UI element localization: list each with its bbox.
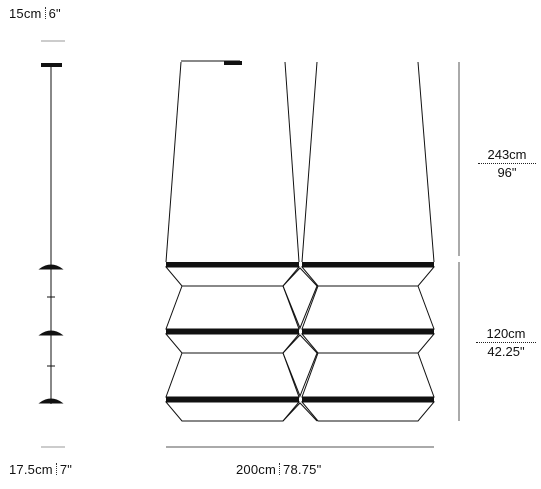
shade-facet [165,352,300,398]
total-width-cm: 200cm [236,462,277,477]
unit-separator [44,7,46,19]
body-height-in: 42.25" [487,344,525,359]
shade-facet [301,352,435,398]
side-width-in: 6" [48,6,61,21]
center-diamond [282,267,318,330]
side-width-cm: 15cm [9,6,42,21]
side-canopy [41,63,62,67]
side-shade-3 [38,398,64,404]
side-view [38,40,65,448]
shade-bar-2-left [166,329,299,334]
dimension-divider [478,163,536,164]
shade-bar-2-right [302,329,434,334]
dimension-divider [476,342,536,343]
shade-facet [300,266,436,287]
shade-bar-1-left [166,262,299,267]
body-height-label: 120cm 42.25" [476,326,536,359]
side-width-label: 15cm 6" [9,6,61,21]
shade-facet [164,266,301,287]
total-width-in: 78.75" [283,462,322,477]
shade-facet [164,333,301,354]
shade-facet [300,333,436,354]
cable-length-label: 243cm 96" [478,147,536,180]
cable-length-in: 96" [497,165,517,180]
side-shade-1 [38,264,64,270]
side-depth-in: 7" [59,462,73,477]
center-diamond [282,334,318,398]
cable-length-cm: 243cm [487,147,527,162]
shade-facet [300,401,436,422]
unit-separator [279,463,281,475]
side-shade-2 [38,330,64,336]
side-depth-label: 17.5cm 7" [9,462,72,477]
front-canopy [224,61,242,65]
shade-bar-1-right [302,262,434,267]
total-width-label: 200cm 78.75" [236,462,321,477]
shade-bar-3-right [302,397,434,402]
front-shades [164,262,436,422]
shade-bar-3-left [166,397,299,402]
front-cables [165,60,435,263]
shade-facet [301,285,435,330]
shade-facet [165,285,300,330]
unit-separator [55,463,57,475]
body-height-cm: 120cm [486,326,526,341]
shade-facet [164,401,301,422]
side-depth-cm: 17.5cm [9,462,53,477]
center-diamond [282,402,318,422]
